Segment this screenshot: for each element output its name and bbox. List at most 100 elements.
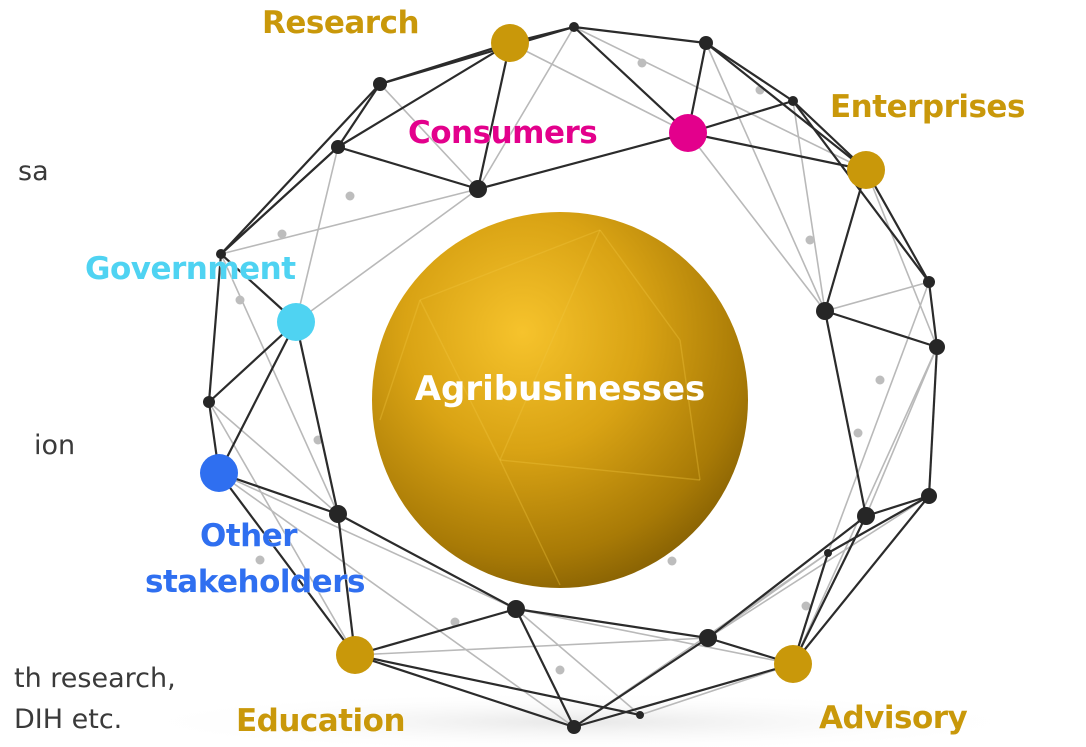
mesh-line — [220, 188, 479, 255]
mesh-line — [337, 513, 517, 610]
mesh-node — [373, 77, 387, 91]
mesh-node — [450, 617, 460, 627]
mesh-line — [865, 169, 938, 348]
mesh-node — [203, 396, 215, 408]
mesh-line — [336, 513, 357, 656]
mesh-line — [218, 472, 356, 656]
mesh-line — [337, 83, 381, 148]
mesh-node — [929, 339, 945, 355]
mesh-line — [687, 131, 867, 172]
mesh-line — [220, 83, 381, 255]
mesh-line — [573, 25, 707, 45]
mesh-line — [687, 132, 826, 312]
mesh-line — [639, 663, 794, 716]
mesh-line — [337, 145, 479, 191]
mesh-line — [573, 662, 794, 729]
consumers-label: Consumers — [408, 115, 598, 151]
enterprises-label: Enterprises — [830, 89, 1026, 125]
mesh-node — [788, 96, 798, 106]
mesh-line — [792, 495, 930, 665]
government-label: Government — [85, 251, 297, 287]
enterprises-node[interactable] — [847, 151, 885, 189]
clipped-text-line-1: sa — [18, 156, 49, 187]
back-mesh-nodes — [235, 58, 885, 675]
mesh-line — [515, 608, 794, 665]
education-label: Education — [236, 703, 406, 739]
mesh-line — [927, 281, 939, 348]
mesh-line — [824, 281, 930, 312]
floor-shadow — [120, 692, 1040, 747]
mesh-line — [218, 471, 339, 516]
mesh-node — [853, 428, 863, 438]
mesh-line — [705, 42, 826, 312]
mesh-node — [857, 507, 875, 525]
mesh-line — [573, 637, 709, 728]
mesh-line — [208, 401, 339, 515]
clipped-text-line-3: th research, — [14, 663, 176, 694]
mesh-line — [337, 42, 511, 148]
mesh-node — [636, 711, 644, 719]
mesh-line — [865, 494, 930, 518]
mesh-line — [379, 25, 575, 86]
research-node[interactable] — [491, 24, 529, 62]
mesh-line — [792, 515, 867, 665]
mesh-node — [345, 191, 355, 201]
government-node[interactable] — [277, 303, 315, 341]
mesh-node — [824, 549, 832, 557]
mesh-node — [277, 229, 287, 239]
mesh-line — [827, 281, 930, 554]
central-sphere: Agribusinesses — [372, 212, 748, 588]
consumers-node[interactable] — [669, 114, 707, 152]
mesh-line — [218, 472, 517, 610]
mesh-line — [827, 495, 930, 554]
mesh-line — [705, 42, 867, 171]
mesh-line — [354, 607, 517, 657]
mesh-line — [354, 653, 641, 717]
mesh-line — [295, 146, 339, 323]
mesh-node — [507, 600, 525, 618]
mesh-line — [824, 309, 938, 349]
front-mesh-nodes — [203, 22, 945, 734]
center-label: Agribusinesses — [415, 369, 706, 409]
mesh-line — [379, 83, 479, 190]
research-label: Research — [262, 5, 420, 41]
mesh-node — [699, 36, 713, 50]
mesh-line — [218, 472, 575, 728]
mesh-line — [515, 607, 709, 640]
front-mesh-lines — [207, 25, 939, 729]
mesh-line — [865, 346, 938, 517]
clipped-text-line-4: DIH etc. — [14, 704, 123, 735]
education-node[interactable] — [336, 636, 374, 674]
mesh-node — [567, 720, 581, 734]
advisory-label: Advisory — [819, 700, 968, 736]
mesh-line — [705, 42, 794, 102]
mesh-line — [515, 608, 575, 728]
mesh-node — [667, 556, 677, 566]
mesh-line — [476, 42, 512, 190]
mesh-line — [354, 653, 575, 729]
mesh-line — [207, 253, 223, 403]
mesh-node — [923, 276, 935, 288]
advisory-node[interactable] — [774, 645, 812, 683]
mesh-line — [823, 169, 868, 312]
mesh-node — [921, 488, 937, 504]
mesh-line — [707, 515, 867, 639]
mesh-node — [569, 22, 579, 32]
clipped-text-line-2: ion — [34, 430, 76, 461]
mesh-node — [331, 140, 345, 154]
mesh-line — [573, 26, 689, 134]
mesh-line — [477, 26, 575, 190]
mesh-line — [509, 42, 689, 134]
other-stakeholders-node[interactable] — [200, 454, 238, 492]
mesh-line — [927, 346, 939, 497]
mesh-line — [477, 131, 689, 191]
mesh-line — [707, 495, 930, 639]
mesh-node — [637, 58, 647, 68]
mesh-line — [294, 321, 340, 515]
mesh-line — [218, 321, 297, 474]
mesh-node — [469, 180, 487, 198]
other-stakeholders-label-line-2: stakeholders — [145, 564, 366, 600]
mesh-line — [295, 188, 479, 323]
mesh-line — [354, 637, 709, 656]
